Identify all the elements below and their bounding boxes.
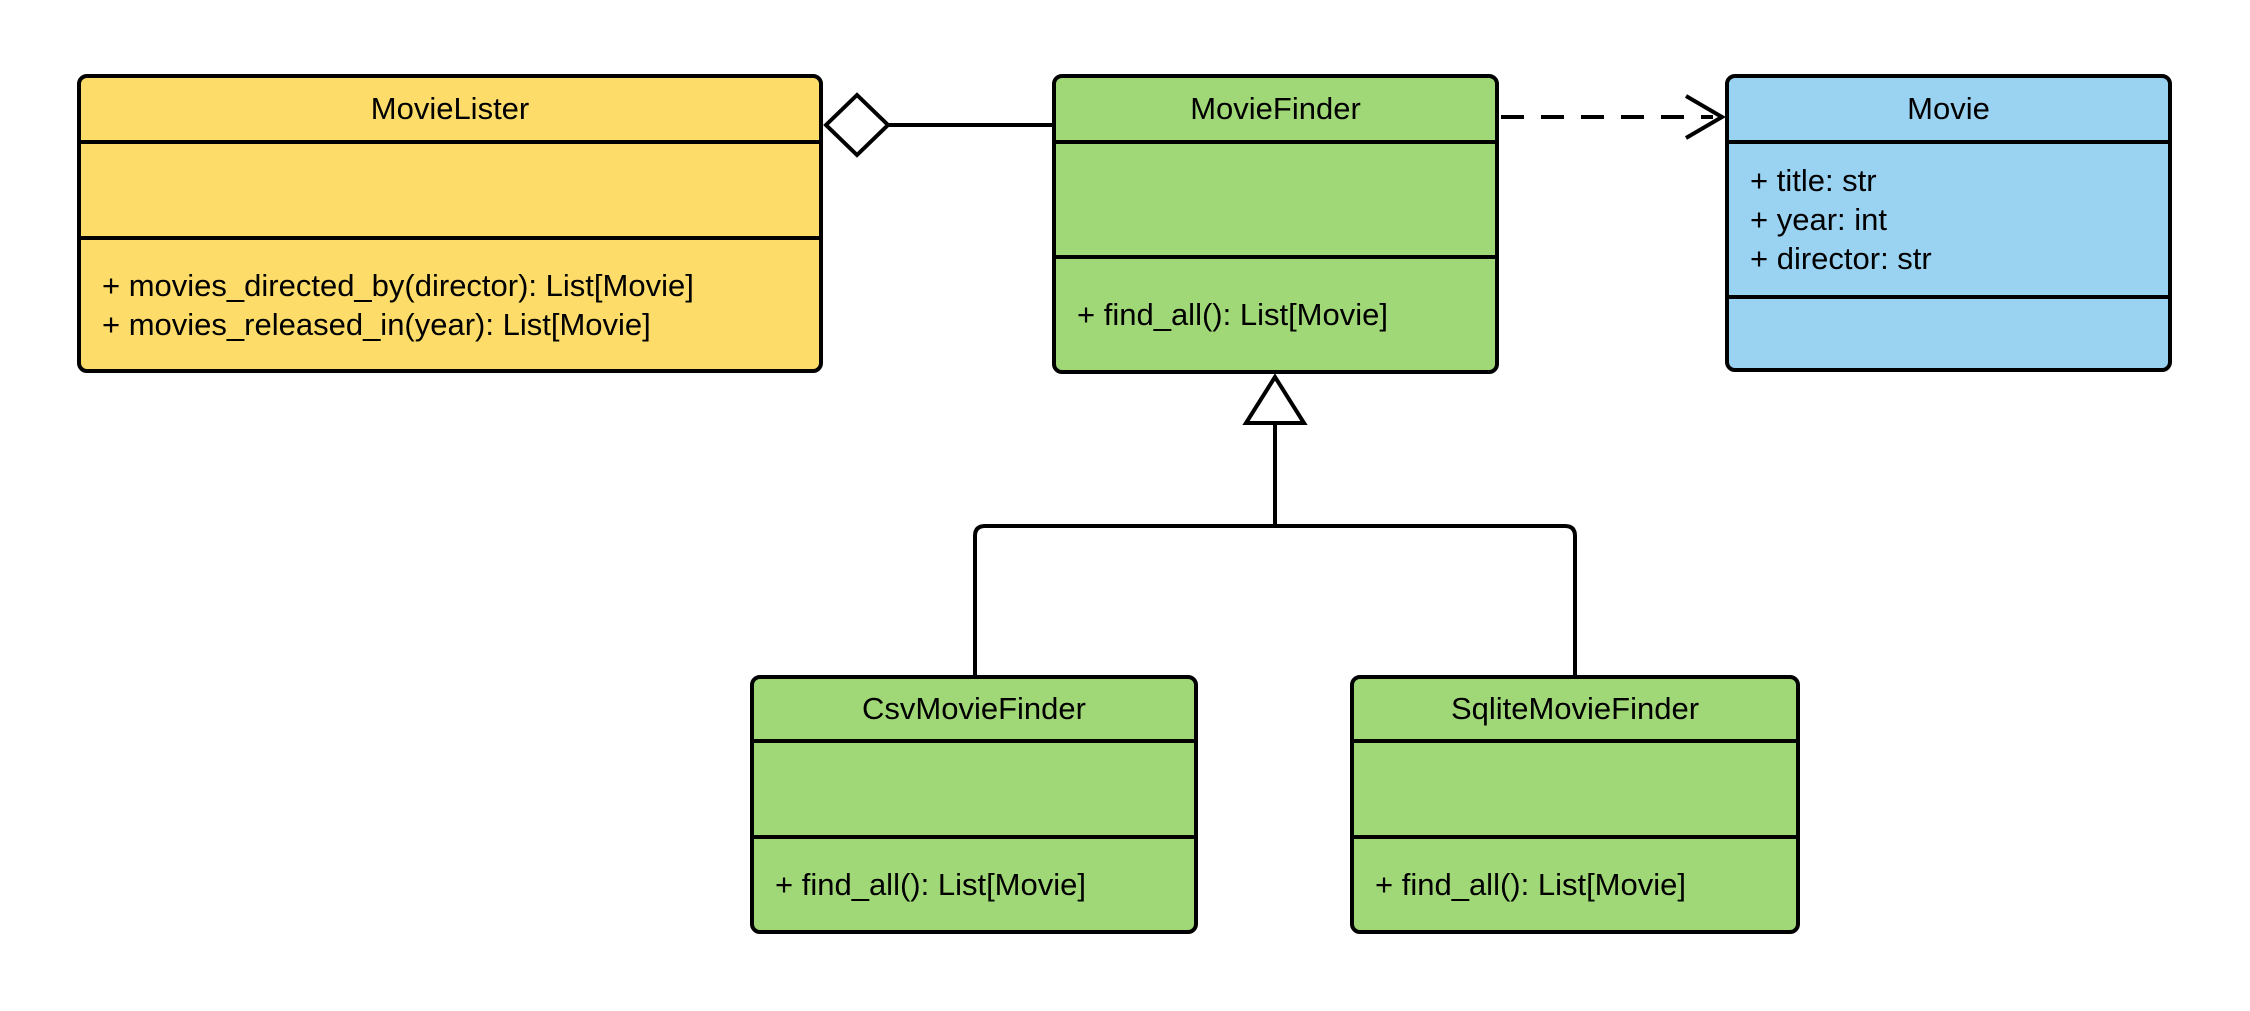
attribute-item: + year: int — [1750, 202, 1887, 237]
class-movielister[interactable]: MovieLister + movies_directed_by(directo… — [77, 74, 823, 373]
attributes-compartment — [1056, 144, 1495, 259]
class-movie[interactable]: Movie + title: str + year: int + directo… — [1725, 74, 2172, 372]
class-title: MovieFinder — [1056, 78, 1495, 144]
attributes-compartment — [1354, 743, 1796, 839]
inheritance-edge[interactable] — [973, 373, 1577, 677]
dependency-arrowhead-icon — [1684, 94, 1726, 140]
attributes-compartment — [81, 144, 819, 240]
class-title: Movie — [1729, 78, 2168, 144]
methods-compartment: + movies_directed_by(director): List[Mov… — [81, 240, 819, 369]
class-moviefinder[interactable]: MovieFinder + find_all(): List[Movie] — [1052, 74, 1499, 374]
class-sqlitemoviefinder[interactable]: SqliteMovieFinder + find_all(): List[Mov… — [1350, 675, 1800, 934]
inheritance-triangle-icon — [1242, 373, 1308, 425]
method-item: + find_all(): List[Movie] — [1375, 867, 1686, 902]
method-item: + movies_released_in(year): List[Movie] — [102, 306, 651, 342]
methods-compartment: + find_all(): List[Movie] — [1056, 259, 1495, 370]
class-title: SqliteMovieFinder — [1354, 679, 1796, 743]
attributes-compartment — [754, 743, 1194, 839]
attribute-item: + director: str — [1750, 241, 1932, 276]
methods-compartment: + find_all(): List[Movie] — [754, 839, 1194, 930]
aggregation-edge[interactable] — [823, 92, 1054, 158]
class-title: MovieLister — [81, 78, 819, 144]
aggregation-diamond-icon — [823, 92, 891, 158]
methods-compartment — [1729, 299, 2168, 368]
class-csvmoviefinder[interactable]: CsvMovieFinder + find_all(): List[Movie] — [750, 675, 1198, 934]
method-item: + movies_directed_by(director): List[Mov… — [102, 267, 694, 303]
method-item: + find_all(): List[Movie] — [775, 867, 1086, 902]
class-title: CsvMovieFinder — [754, 679, 1194, 743]
method-item: + find_all(): List[Movie] — [1077, 297, 1388, 332]
dependency-edge[interactable] — [1501, 94, 1726, 140]
attributes-compartment: + title: str + year: int + director: str — [1729, 144, 2168, 299]
methods-compartment: + find_all(): List[Movie] — [1354, 839, 1796, 930]
attribute-item: + title: str — [1750, 163, 1877, 198]
